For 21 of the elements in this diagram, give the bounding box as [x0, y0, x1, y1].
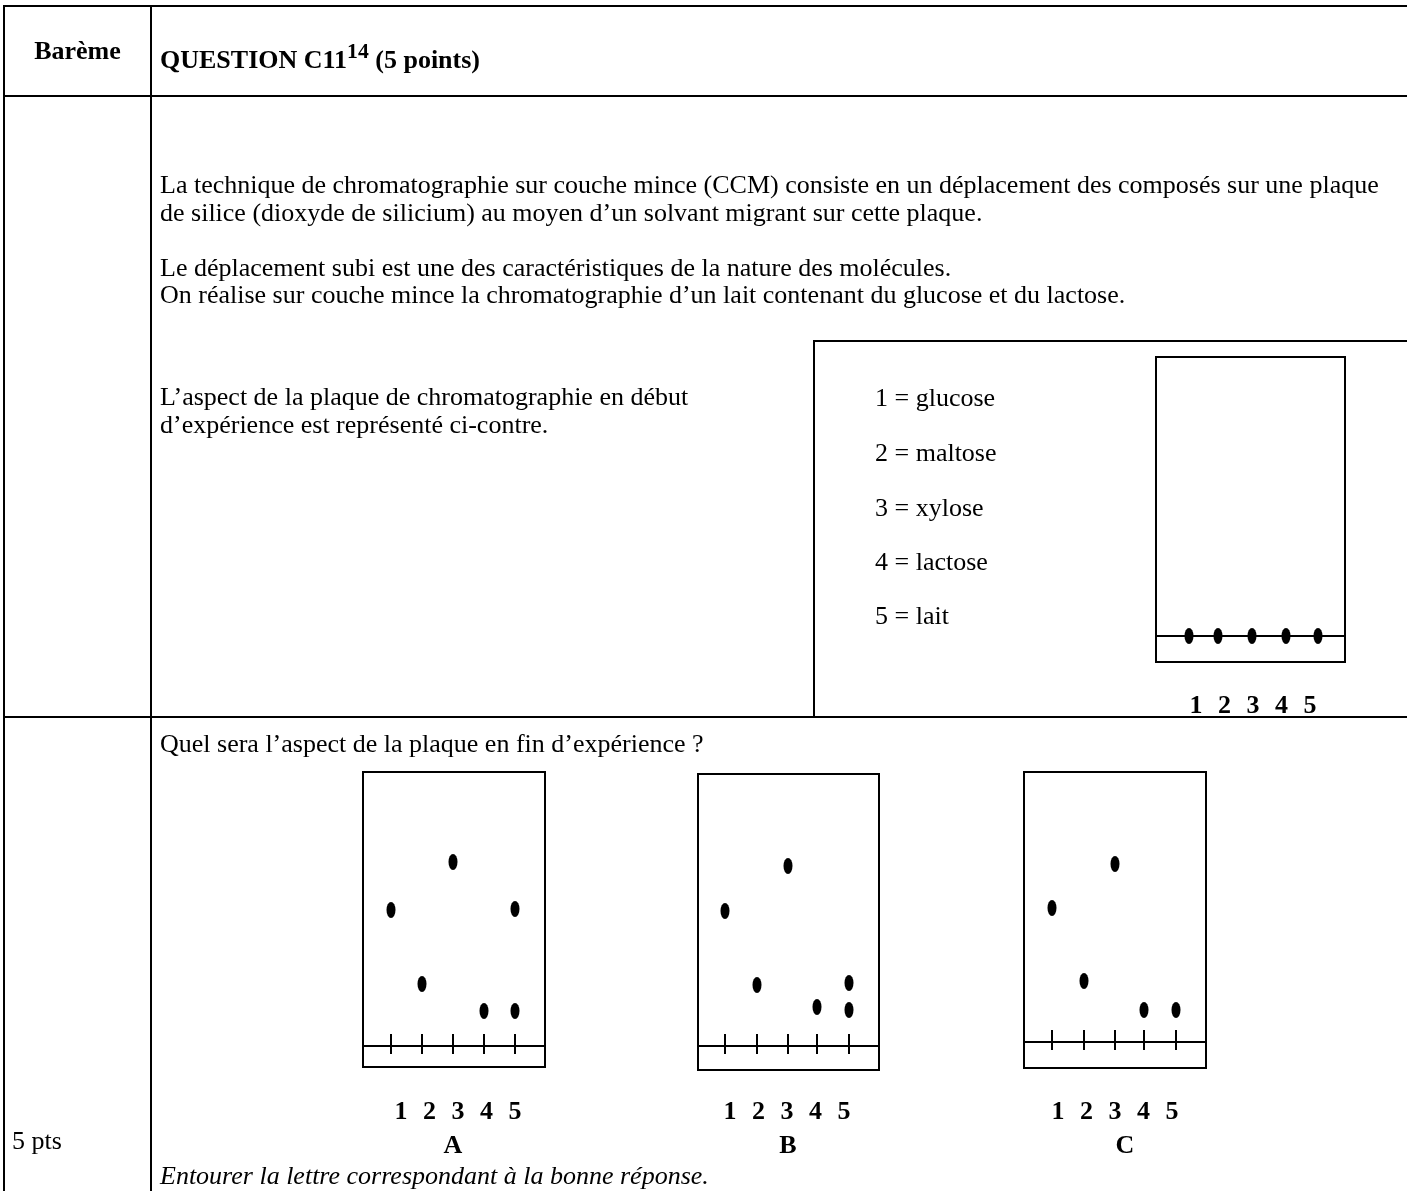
answer-letter: A	[442, 1131, 464, 1159]
question-text: Quel sera l’aspect de la plaque en fin d’expérience ?	[160, 730, 705, 758]
lane-numbers: 1 2 3 4 5	[1050, 1097, 1180, 1125]
paragraph: Le déplacement subi est une des caractéristiques de la nature des molécules.	[160, 254, 953, 282]
instruction-text: Entourer la lettre correspondant à la bonne réponse.	[160, 1162, 710, 1190]
paragraph: La technique de chromatographie sur couche mince (CCM) consiste en un déplacement des composés sur une plaque de silice (dioxyde de silicium) au moyen d’un solvant migrant sur cette plaque.	[160, 171, 1380, 226]
column-header: Barème	[33, 37, 122, 65]
legend-entry: 5 = lait	[875, 602, 950, 630]
legend-entry: 3 = xylose	[875, 494, 985, 522]
legend-entry: 1 = glucose	[875, 384, 997, 412]
legend-entry: 4 = lactose	[875, 548, 989, 576]
legend-entry: 2 = maltose	[875, 439, 998, 467]
lane-numbers: 1 2 3 4 5	[722, 1097, 852, 1125]
answer-letter: B	[778, 1131, 798, 1159]
paragraph: L’aspect de la plaque de chromatographie en début d’expérience est représenté ci-contre.	[160, 383, 690, 438]
answer-letter: C	[1114, 1131, 1136, 1159]
lane-numbers: 1 2 3 4 5	[393, 1097, 523, 1125]
score-text: 5 pts	[12, 1127, 63, 1155]
question-heading: QUESTION C11$^{14}$ (5 points)	[160, 38, 481, 74]
lane-numbers: 1 2 3 4 5	[1188, 691, 1318, 719]
paragraph: On réalise sur couche mince la chromatographie d’un lait contenant du glucose et du lactose.	[160, 281, 1127, 309]
